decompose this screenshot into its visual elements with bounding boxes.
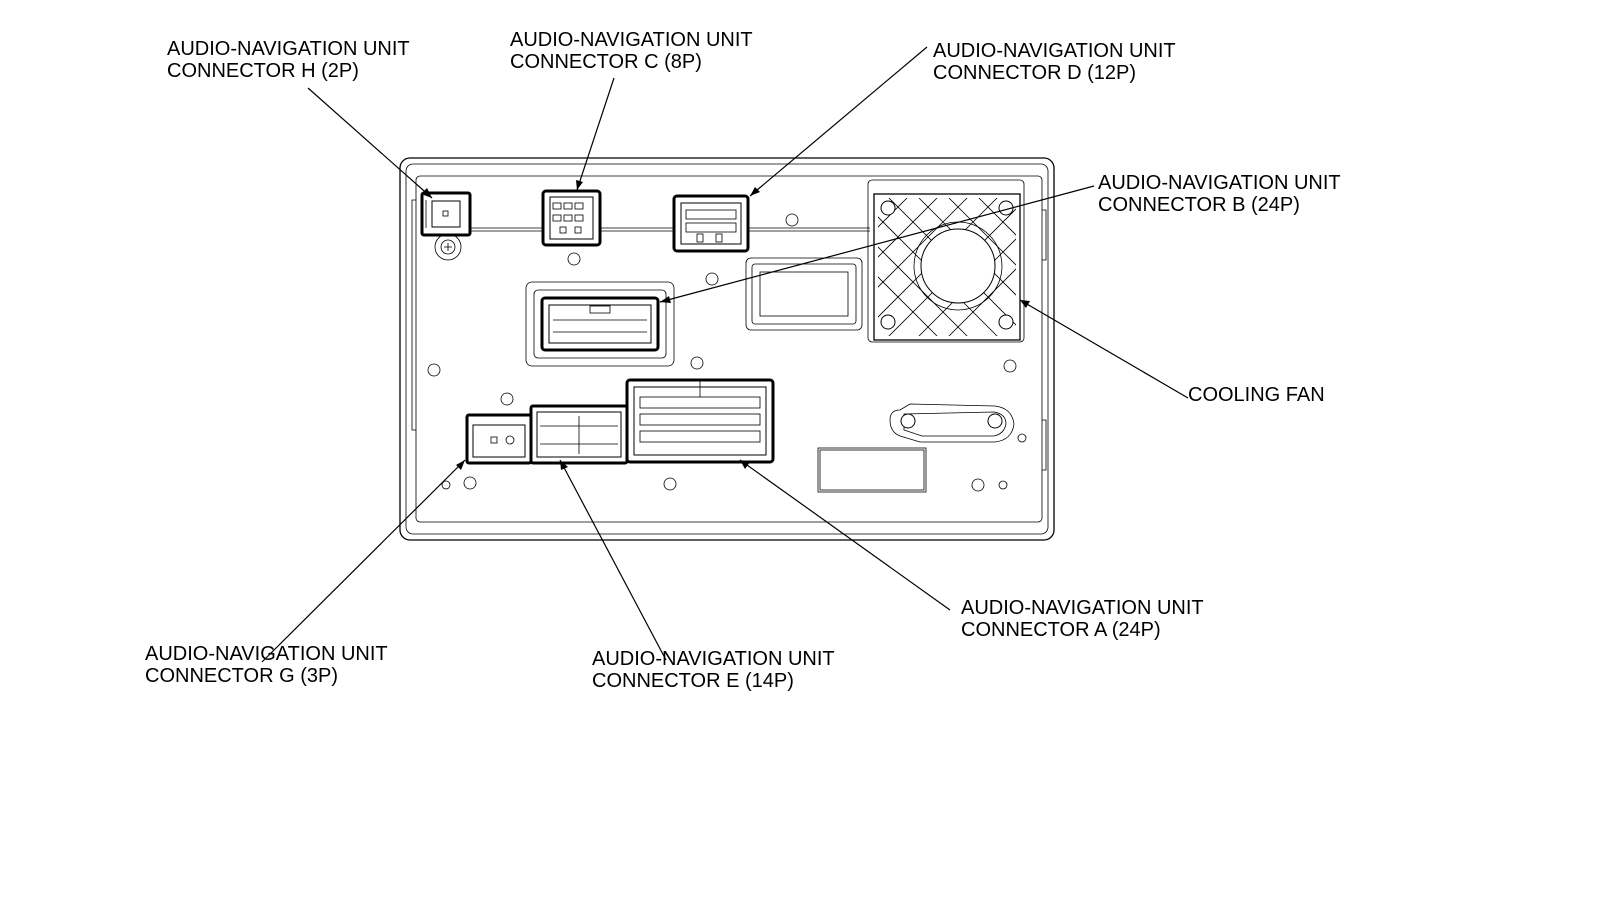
- callout-connector-g-line2: CONNECTOR G (3P): [145, 665, 338, 687]
- callout-connector-e-line1: AUDIO-NAVIGATION UNIT: [592, 648, 835, 670]
- label-recess: [745, 257, 863, 331]
- screws: [427, 213, 1027, 492]
- callout-connector-g-line1: AUDIO-NAVIGATION UNIT: [145, 643, 388, 665]
- callout-connector-c-line2: CONNECTOR C (8P): [510, 51, 702, 73]
- callout-connector-d-line2: CONNECTOR D (12P): [933, 62, 1136, 84]
- callout-connector-b-line1: AUDIO-NAVIGATION UNIT: [1098, 172, 1341, 194]
- callout-connector-h: AUDIO-NAVIGATION UNIT CONNECTOR H (2P): [167, 38, 410, 82]
- callout-connector-h-line1: AUDIO-NAVIGATION UNIT: [167, 38, 410, 60]
- cooling-fan-assembly: [867, 179, 1025, 343]
- leader-lines: [261, 46, 1189, 663]
- callout-cooling-fan: COOLING FAN: [1188, 384, 1325, 406]
- connector-c: [541, 189, 602, 247]
- connector-g: [465, 413, 533, 465]
- callout-connector-a: AUDIO-NAVIGATION UNIT CONNECTOR A (24P): [961, 597, 1204, 641]
- callout-connector-a-line2: CONNECTOR A (24P): [961, 619, 1161, 641]
- callout-connector-h-line2: CONNECTOR H (2P): [167, 60, 359, 82]
- callout-connector-c-line1: AUDIO-NAVIGATION UNIT: [510, 29, 753, 51]
- rear-bracket: [889, 403, 1015, 443]
- connector-a: [625, 378, 775, 464]
- callout-connector-d-line1: AUDIO-NAVIGATION UNIT: [933, 40, 1176, 62]
- connector-e: [529, 404, 629, 465]
- callout-connector-g: AUDIO-NAVIGATION UNIT CONNECTOR G (3P): [145, 643, 388, 687]
- callout-connector-d: AUDIO-NAVIGATION UNIT CONNECTOR D (12P): [933, 40, 1176, 84]
- unit-housing: [399, 157, 1055, 541]
- callout-connector-a-line1: AUDIO-NAVIGATION UNIT: [961, 597, 1204, 619]
- screw-boss-top-left: [434, 233, 462, 261]
- callout-connector-c: AUDIO-NAVIGATION UNIT CONNECTOR C (8P): [510, 29, 753, 73]
- callout-connector-b: AUDIO-NAVIGATION UNIT CONNECTOR B (24P): [1098, 172, 1341, 216]
- callout-connector-e-line2: CONNECTOR E (14P): [592, 670, 794, 692]
- callout-connector-b-line2: CONNECTOR B (24P): [1098, 194, 1300, 216]
- callout-connector-e: AUDIO-NAVIGATION UNIT CONNECTOR E (14P): [592, 648, 835, 692]
- callout-cooling-fan-line1: COOLING FAN: [1188, 384, 1325, 406]
- connector-h: [420, 191, 472, 237]
- connector-b: [525, 281, 675, 367]
- label-plate-lower: [817, 447, 927, 493]
- connector-d: [672, 194, 750, 253]
